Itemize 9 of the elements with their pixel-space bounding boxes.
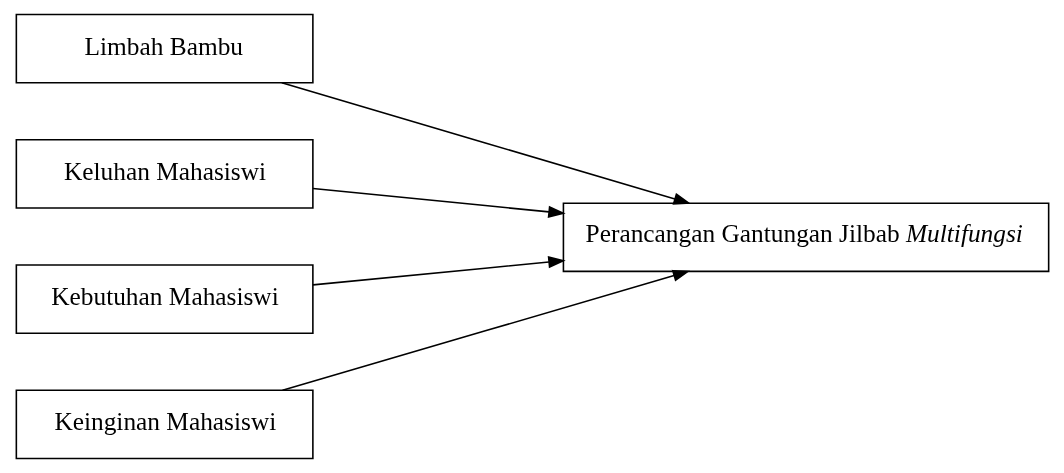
arrow [311,187,566,218]
node-box: Kebutuhan Mahasiswi [15,264,314,335]
node-box: Keinginan Mahasiswi [15,389,314,460]
node-box: Perancangan Gantungan Jilbab Multifungsi [562,202,1049,273]
arrow [281,269,690,392]
arrow [280,81,691,205]
node-box: Limbah Bambu [15,13,314,84]
node-box: Keluhan Mahasiswi [15,138,314,209]
arrow [311,256,566,286]
